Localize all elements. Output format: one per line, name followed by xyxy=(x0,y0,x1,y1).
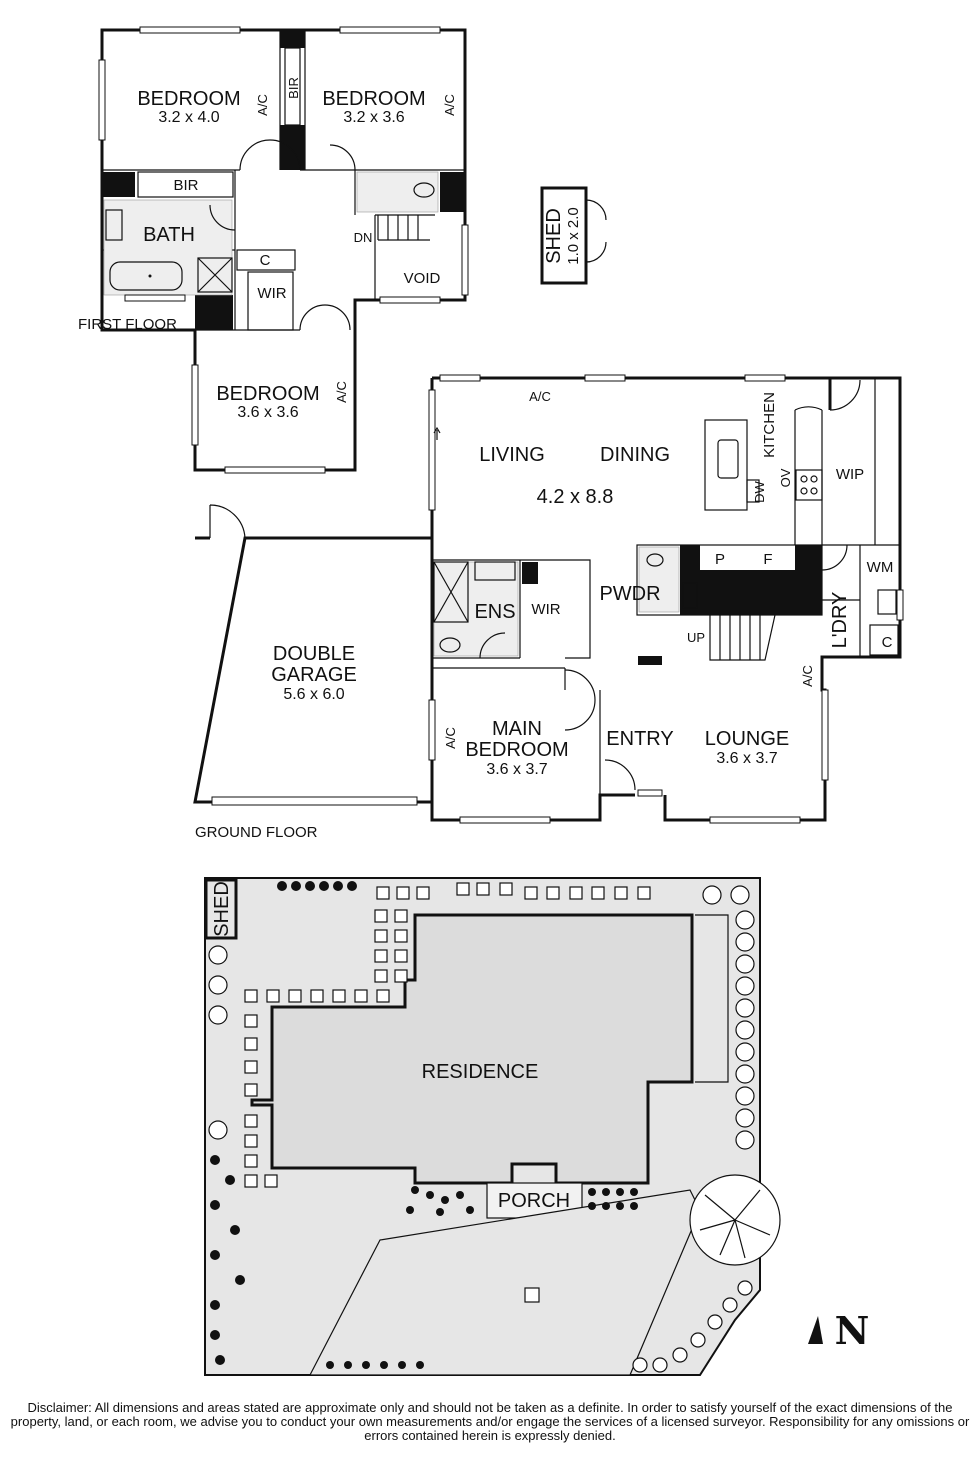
stairs-dn-label: DN xyxy=(354,230,373,245)
main-bedroom-size: 3.6 x 3.7 xyxy=(486,761,547,778)
first-floor-plan xyxy=(98,26,469,474)
residence-label: RESIDENCE xyxy=(422,1061,539,1083)
laundry-c-label: C xyxy=(882,634,893,651)
void-label: VOID xyxy=(404,270,441,287)
garage-size: 5.6 x 6.0 xyxy=(283,686,344,703)
oven-label: OV xyxy=(778,468,793,487)
main-bedroom-label-line1: MAIN xyxy=(492,718,542,740)
bir-horizontal-label: BIR xyxy=(173,177,198,194)
ac-bedroom-a-label: A/C xyxy=(255,94,270,116)
fridge-label: F xyxy=(763,551,772,568)
ensuite-label: ENS xyxy=(474,601,515,623)
upper-c-label: C xyxy=(260,252,271,269)
kitchen-label: KITCHEN xyxy=(761,392,778,458)
ac-living-label: A/C xyxy=(529,389,551,404)
garage-label-line1: DOUBLE xyxy=(273,643,355,665)
ground-floor-plan xyxy=(193,374,904,824)
living-label: LIVING xyxy=(479,444,545,466)
dining-label: DINING xyxy=(600,444,670,466)
ground-stairs xyxy=(709,614,776,661)
shrubs xyxy=(208,881,755,1373)
stairs-up-label: UP xyxy=(687,630,705,645)
garage-label-line2: GARAGE xyxy=(271,664,357,686)
bedroom-c-size: 3.6 x 3.6 xyxy=(237,404,298,421)
north-label: N xyxy=(835,1308,870,1353)
upper-stairs xyxy=(377,215,430,241)
ac-main-bedroom-label: A/C xyxy=(443,727,458,749)
north-arrow-icon: N xyxy=(808,1308,869,1353)
bir-vertical-label: BIR xyxy=(286,77,301,99)
wm-label: WM xyxy=(867,559,894,576)
entry-label: ENTRY xyxy=(606,728,673,750)
lounge-label: LOUNGE xyxy=(705,728,789,750)
shed-size: 1.0 x 2.0 xyxy=(565,207,582,265)
pantry-label: P xyxy=(715,551,725,568)
bath-label: BATH xyxy=(143,224,195,246)
shed-plan xyxy=(540,186,607,285)
site-shed-label: SHED xyxy=(211,881,233,937)
laundry-label: L'DRY xyxy=(829,592,851,649)
site-plan xyxy=(204,877,781,1376)
large-tree xyxy=(689,1174,781,1266)
first-floor-label: FIRST FLOOR xyxy=(78,316,177,333)
upper-wir-label: WIR xyxy=(257,285,286,302)
lounge-size: 3.6 x 3.7 xyxy=(716,750,777,767)
wip-label: WIP xyxy=(836,466,864,483)
bedroom-b-size: 3.2 x 3.6 xyxy=(343,109,404,126)
ac-lounge-label: A/C xyxy=(800,665,815,687)
shed-name: SHED xyxy=(543,208,565,264)
living-dining-size: 4.2 x 8.8 xyxy=(537,486,614,508)
ac-bedroom-b-label: A/C xyxy=(442,94,457,116)
bedroom-a-size: 3.2 x 4.0 xyxy=(158,109,219,126)
bath-tiles xyxy=(103,199,233,296)
porch-label: PORCH xyxy=(498,1190,570,1212)
bedroom-b-name: BEDROOM xyxy=(322,88,425,110)
top-pavers xyxy=(244,882,651,1188)
ground-wir-label: WIR xyxy=(531,601,560,618)
main-bedroom-label-line2: BEDROOM xyxy=(465,739,568,761)
ac-bedroom-c-label: A/C xyxy=(334,381,349,403)
dishwasher-label: DW xyxy=(752,480,767,502)
pwdr-label: PWDR xyxy=(599,583,660,605)
ground-floor-label: GROUND FLOOR xyxy=(195,824,318,841)
bedroom-a-name: BEDROOM xyxy=(137,88,240,110)
bedroom-c-name: BEDROOM xyxy=(216,383,319,405)
disclaimer-text: Disclaimer: All dimensions and areas sta… xyxy=(10,1400,970,1443)
